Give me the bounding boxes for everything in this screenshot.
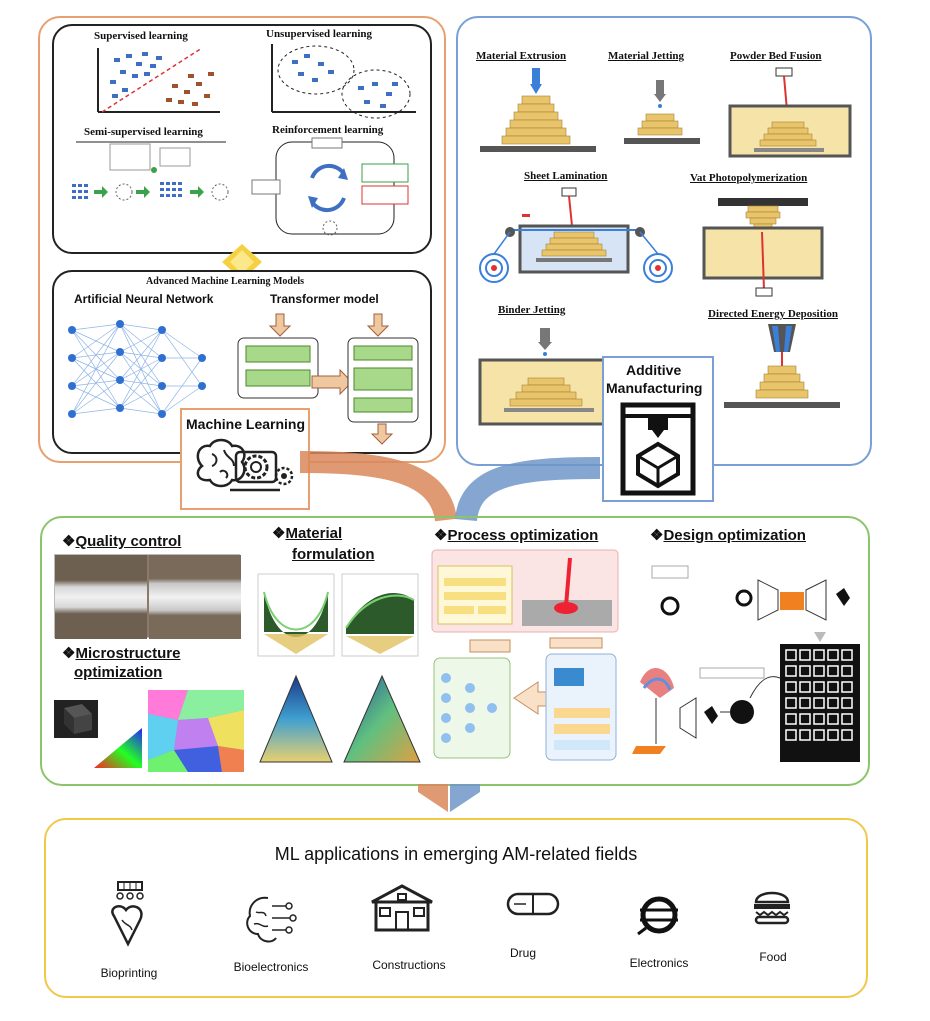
bullet-icon: ❖ xyxy=(272,525,286,542)
unsupervised-learning-label: Unsupervised learning xyxy=(266,28,373,40)
microstructure-title-line1: ❖Microstructure xyxy=(62,644,180,662)
top-connectors xyxy=(299,451,601,523)
binder-jetting-label: Binder Jetting xyxy=(498,304,566,316)
qc-image-left xyxy=(55,555,147,639)
directed-energy-deposition-label: Directed Energy Deposition xyxy=(708,308,838,320)
emerging-fields-panel xyxy=(44,818,868,998)
field-label-food: Food xyxy=(759,950,787,964)
design-optimization-diagram xyxy=(632,565,860,762)
quality-control-images xyxy=(54,554,241,639)
reinforcement-learning-label: Reinforcement learning xyxy=(272,124,384,136)
bullet-icon: ❖ xyxy=(650,527,664,544)
transformer-label: Transformer model xyxy=(270,292,379,306)
qc-image-right xyxy=(149,555,241,639)
microstructure-title-line2: optimization xyxy=(74,664,163,681)
process-optimization-label: Process optimization xyxy=(447,527,599,544)
neural-network-icon xyxy=(68,320,206,418)
3d-printer-icon xyxy=(620,402,696,496)
bullet-icon: ❖ xyxy=(62,645,76,662)
material-formulation-title-line1: ❖Material xyxy=(272,524,342,542)
am-badge-line2: Manufacturing xyxy=(606,380,703,396)
field-label-electronics: Electronics xyxy=(629,956,689,970)
electronics-icon xyxy=(637,896,678,936)
emerging-fields-title: ML applications in emerging AM-related f… xyxy=(274,844,638,864)
bioelectronics-icon xyxy=(246,896,297,943)
semi-supervised-pipeline-icon xyxy=(72,141,229,201)
microstructure-label: Microstructure xyxy=(75,645,181,662)
machine-learning-badge-label: Machine Learning xyxy=(186,416,306,432)
material-formulation-title-line2: formulation xyxy=(292,546,375,563)
process-optimization-diagram xyxy=(431,549,619,761)
sheet-lamination-label: Sheet Lamination xyxy=(524,170,608,182)
material-ternary-plots xyxy=(259,674,421,763)
field-label-bioprinting: Bioprinting xyxy=(100,966,158,980)
material-extrusion-icon xyxy=(480,68,596,152)
am-badge-line1: Additive xyxy=(626,362,682,378)
brain-gear-icon xyxy=(196,438,294,492)
quality-control-label: Quality control xyxy=(75,533,182,550)
microstructure-cube-icon xyxy=(54,700,142,768)
supervised-learning-label: Supervised learning xyxy=(94,30,188,42)
powder-bed-fusion-icon xyxy=(728,67,852,158)
powder-bed-fusion-label: Powder Bed Fusion xyxy=(730,50,822,62)
quality-control-title: ❖Quality control xyxy=(62,532,181,550)
material-label: Material xyxy=(285,525,343,542)
sheet-lamination-icon xyxy=(479,187,673,283)
unsupervised-clusters-icon xyxy=(271,44,416,119)
transformer-diagram-icon xyxy=(237,313,419,445)
directed-energy-deposition-icon xyxy=(724,324,840,408)
food-burger-icon xyxy=(754,891,790,925)
drug-pill-icon xyxy=(506,892,560,916)
constructions-icon xyxy=(371,884,433,932)
advanced-models-title: Advanced Machine Learning Models xyxy=(146,276,305,287)
design-optimization-label: Design optimization xyxy=(663,527,806,544)
field-label-drug: Drug xyxy=(509,946,536,960)
process-optimization-title: ❖Process optimization xyxy=(434,526,598,544)
reinforcement-loop-icon xyxy=(251,137,409,236)
semi-supervised-learning-label: Semi-supervised learning xyxy=(84,126,203,138)
design-optimization-title: ❖Design optimization xyxy=(650,526,806,544)
supervised-scatter-icon xyxy=(97,47,220,113)
binder-jetting-icon xyxy=(478,328,622,426)
material-extrusion-label: Material Extrusion xyxy=(476,50,567,62)
bioprinting-icon xyxy=(111,881,144,947)
vat-photopolymerization-label: Vat Photopolymerization xyxy=(690,172,808,184)
material-jetting-icon xyxy=(624,80,700,144)
bullet-icon: ❖ xyxy=(62,533,76,550)
microstructure-ebsd-map xyxy=(148,690,244,772)
ann-label: Artificial Neural Network xyxy=(74,292,214,306)
vat-photopolymerization-icon xyxy=(702,198,824,297)
bottom-connector-arrow xyxy=(418,784,480,812)
field-label-bioelectronics: Bioelectronics xyxy=(233,960,309,974)
bullet-icon: ❖ xyxy=(434,527,448,544)
material-surface-plots xyxy=(257,573,419,657)
material-jetting-label: Material Jetting xyxy=(608,50,685,62)
field-label-constructions: Constructions xyxy=(372,958,446,972)
